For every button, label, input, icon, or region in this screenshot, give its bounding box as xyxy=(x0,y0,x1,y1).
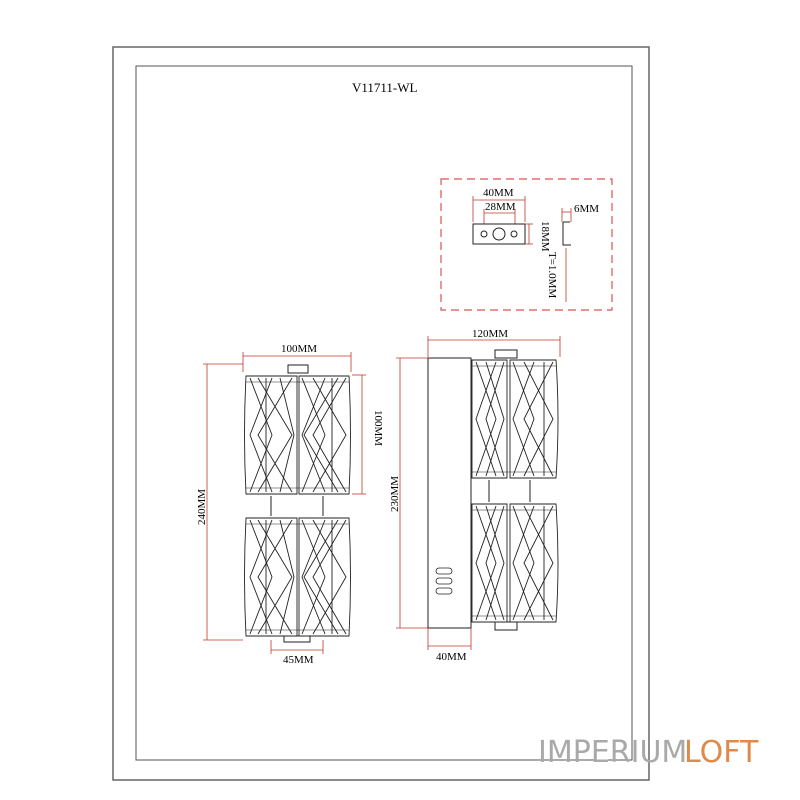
mounting-plate xyxy=(472,223,526,245)
front-upper-shade xyxy=(244,375,351,495)
outer-frame xyxy=(112,46,650,781)
dim-detail-depth: 6MM xyxy=(574,203,599,215)
brand-text-part1: IMPERIUM xyxy=(538,735,687,770)
side-view: 120MM 230MM xyxy=(389,328,561,663)
dim-front-height-total: 240MM xyxy=(196,489,208,525)
dim-side-base-depth: 40MM xyxy=(436,651,467,663)
brand-text-part2: LOFT xyxy=(684,735,759,770)
side-upper-shade xyxy=(471,359,559,479)
drawing-title: V11711-WL xyxy=(352,80,418,95)
dim-front-width: 100MM xyxy=(281,343,317,355)
mounting-detail: 40MM 28MM 18MM 6MM T=1.0MM xyxy=(440,178,613,311)
front-lower-shade xyxy=(244,517,351,637)
dim-front-shade-height: 100MM xyxy=(372,410,384,446)
brand-logo: IMPERIUM LOFT xyxy=(538,735,759,770)
front-view: 100MM 240MM 100MM xyxy=(196,343,384,666)
dim-front-base-width: 45MM xyxy=(283,654,314,666)
dim-detail-width-outer: 40MM xyxy=(483,187,514,199)
side-lower-shade xyxy=(471,503,559,623)
detail-box xyxy=(440,178,613,311)
dim-side-height: 230MM xyxy=(389,476,401,512)
dim-detail-width-inner: 28MM xyxy=(485,201,516,213)
inner-frame xyxy=(135,65,633,761)
dim-detail-height: 18MM xyxy=(539,221,551,252)
dim-detail-thickness: T=1.0MM xyxy=(546,252,558,298)
dim-side-depth: 120MM xyxy=(472,328,508,340)
wall-plate xyxy=(427,357,472,629)
